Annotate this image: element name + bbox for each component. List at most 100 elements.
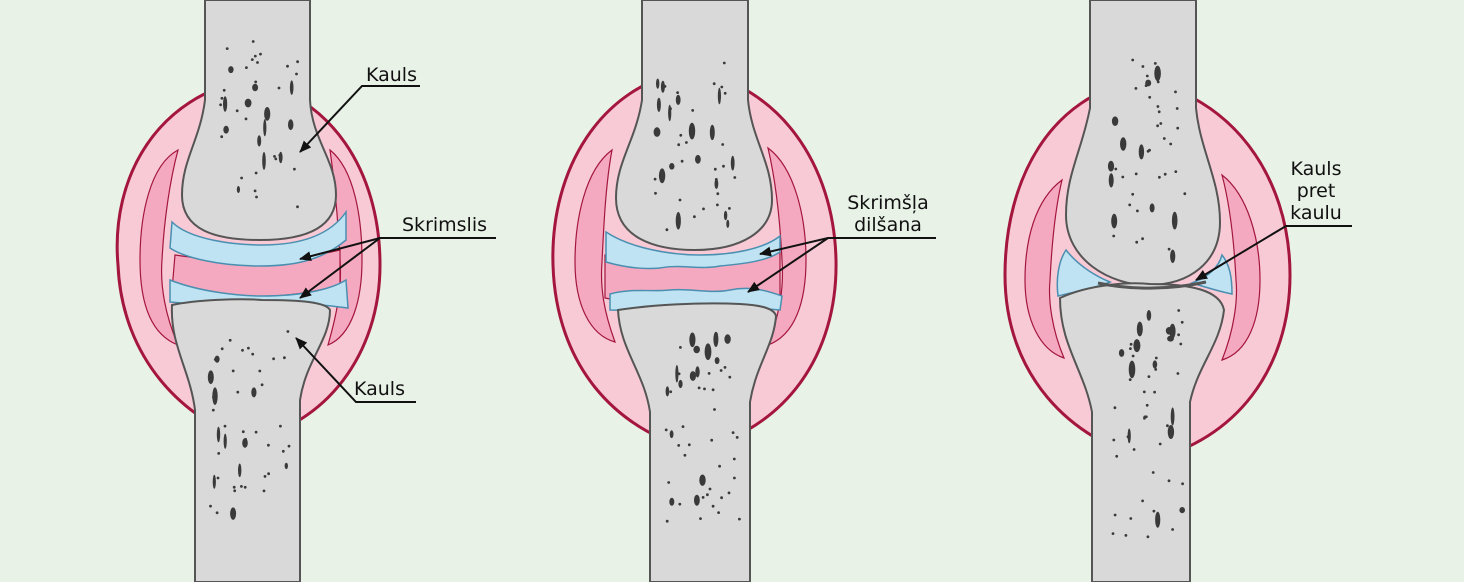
bone-speck xyxy=(1164,173,1167,176)
bone-speck xyxy=(263,490,266,493)
bone-speck xyxy=(224,425,227,428)
bone-speck xyxy=(290,80,294,94)
bone-speck xyxy=(1112,116,1118,126)
bone-speck xyxy=(1115,455,1118,458)
bone-speck xyxy=(1129,347,1132,350)
bone-speck xyxy=(1136,210,1139,213)
bone-speck xyxy=(1148,149,1151,152)
bone-speck xyxy=(252,40,255,43)
bone-speck xyxy=(733,176,736,179)
bone-speck xyxy=(698,387,701,390)
bone-speck xyxy=(676,95,681,105)
bone-speck xyxy=(212,409,215,412)
bone-speck xyxy=(688,443,691,446)
bone-speck xyxy=(1170,250,1175,263)
bone-speck xyxy=(221,347,224,350)
bone-speck xyxy=(657,98,661,112)
label-bone-on-bone-line1: Kauls xyxy=(1284,158,1348,180)
bone-speck xyxy=(229,339,232,342)
label-bone-on-bone-line3: kaulu xyxy=(1284,202,1348,224)
bone-speck xyxy=(717,511,720,514)
label-bone-bottom: Kauls xyxy=(354,378,405,400)
bone-speck xyxy=(256,61,259,64)
bone-speck xyxy=(279,425,282,428)
bone-speck xyxy=(1135,173,1138,176)
bone-speck xyxy=(666,386,670,396)
bone-speck xyxy=(283,356,286,359)
bone-speck xyxy=(223,89,226,92)
bone-speck xyxy=(694,495,700,506)
bone-speck xyxy=(693,215,696,218)
bone-speck xyxy=(695,155,701,164)
bone-speck xyxy=(1146,75,1149,78)
bone-speck xyxy=(736,436,739,439)
bone-speck xyxy=(1112,235,1115,238)
bone-speck xyxy=(709,488,712,491)
bone-speck xyxy=(1158,176,1161,179)
bone-speck xyxy=(681,160,684,163)
bone-speck xyxy=(733,477,736,480)
bone-speck xyxy=(728,376,731,379)
bone-speck xyxy=(1159,443,1162,446)
label-cartilage-wear: Skrimšļa dilšana xyxy=(838,192,938,236)
bone-speck xyxy=(1154,66,1161,82)
bone-speck xyxy=(242,438,248,447)
bone-speck xyxy=(251,58,254,61)
label-cartilage-wear-line2: dilšana xyxy=(838,214,938,236)
bone-speck xyxy=(224,434,227,449)
bone-speck xyxy=(1179,343,1182,346)
bone-speck xyxy=(715,357,720,364)
bone-speck xyxy=(702,208,705,211)
bone-speck xyxy=(213,475,216,489)
bone-speck xyxy=(1147,535,1150,538)
bone-speck xyxy=(710,439,713,442)
bone-speck xyxy=(255,172,258,175)
bone-speck xyxy=(1119,349,1124,357)
bone-speck xyxy=(247,347,250,350)
bone-speck xyxy=(1148,96,1151,99)
bone-speck xyxy=(1169,143,1172,146)
bone-speck xyxy=(732,431,735,434)
label-cartilage: Skrimslis xyxy=(402,214,487,236)
bone-speck xyxy=(217,477,220,480)
bone-speck xyxy=(715,333,718,336)
bone-speck xyxy=(1114,168,1117,171)
bone-speck xyxy=(699,475,705,486)
bone-speck xyxy=(691,109,694,112)
bone-speck xyxy=(723,62,726,65)
bone-speck xyxy=(693,346,700,354)
bone-speck xyxy=(1176,127,1179,130)
bone-speck xyxy=(1148,375,1151,378)
bone-speck xyxy=(245,66,248,69)
bone-speck xyxy=(264,475,267,478)
bone-speck xyxy=(1171,408,1175,426)
bone-speck xyxy=(217,452,220,455)
bone-speck xyxy=(668,105,671,121)
bone-speck xyxy=(223,126,229,134)
bone-speck xyxy=(1174,91,1177,94)
bone-speck xyxy=(1153,360,1158,368)
bone-speck xyxy=(669,163,674,170)
bone-speck xyxy=(236,391,239,394)
bone-speck xyxy=(724,334,730,344)
bone-speck xyxy=(666,520,669,523)
bone-speck xyxy=(1128,429,1131,444)
bone-speck xyxy=(724,366,727,369)
bone-speck xyxy=(245,118,248,121)
bone-speck xyxy=(666,228,669,231)
bone-speck xyxy=(699,517,702,520)
label-bone-top: Kauls xyxy=(366,64,417,86)
bone-speck xyxy=(1121,176,1124,179)
bone-speck xyxy=(1132,355,1135,358)
bone-speck xyxy=(678,503,681,506)
bone-speck xyxy=(731,156,735,171)
bone-speck xyxy=(262,152,266,170)
bone-speck xyxy=(670,430,674,438)
bone-speck xyxy=(295,73,298,76)
bone-speck xyxy=(245,99,252,108)
bone-speck xyxy=(1141,237,1144,240)
bone-speck xyxy=(1168,425,1174,439)
bone-speck xyxy=(1174,170,1177,173)
bone-speck xyxy=(1150,203,1155,212)
